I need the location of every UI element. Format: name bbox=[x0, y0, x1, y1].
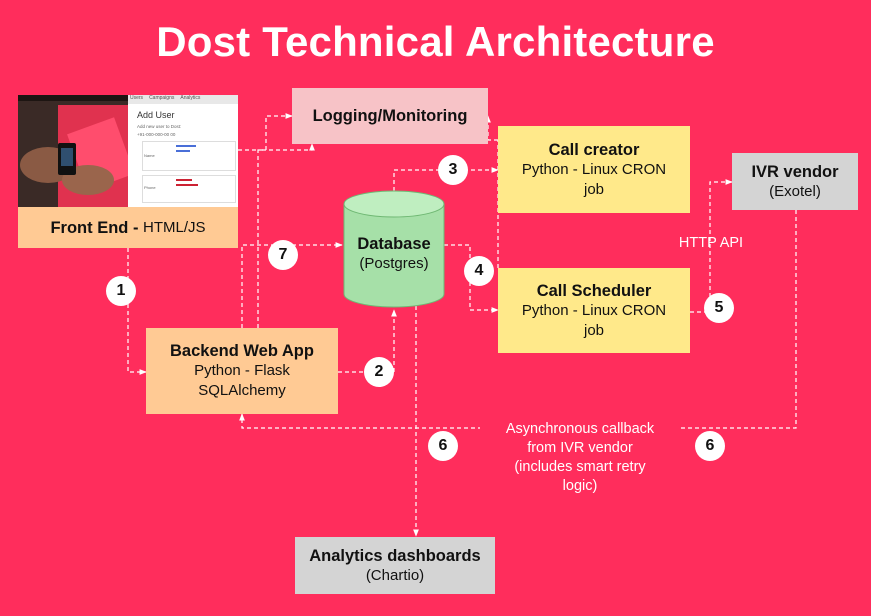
logging-title: Logging/Monitoring bbox=[312, 107, 468, 125]
step-badge-7: 7 bbox=[268, 240, 298, 270]
call-scheduler-box: Call Scheduler Python - Linux CRON job bbox=[498, 268, 690, 353]
front-end-title: Front End bbox=[50, 218, 129, 237]
backend-title: Backend Web App bbox=[170, 342, 314, 360]
callback-label-line: logic) bbox=[562, 478, 598, 494]
ivr-vendor-box: IVR vendor (Exotel) bbox=[732, 153, 858, 210]
step-badge-2: 2 bbox=[364, 357, 394, 387]
screenshot-phone: +91-000-000-00 00 bbox=[137, 132, 176, 137]
screenshot-tab: Analytics bbox=[180, 95, 201, 101]
database-detail: (Postgres) bbox=[359, 255, 429, 272]
front-end-separator: - bbox=[128, 218, 144, 237]
call-creator-title: Call creator bbox=[548, 140, 640, 159]
screenshot-form bbox=[142, 175, 236, 203]
edge-3-database-callcreator bbox=[393, 167, 499, 198]
screenshot-row-label: Name bbox=[144, 153, 155, 158]
ivr-vendor-detail: (Exotel) bbox=[769, 182, 821, 200]
edge-7-backend-database bbox=[241, 242, 343, 328]
backend-detail: Python - Flask bbox=[194, 362, 290, 379]
front-end-box: Front End - HTML/JS bbox=[18, 207, 238, 248]
edge-6-ivr-backend bbox=[239, 210, 797, 429]
callback-label: Asynchronous callback from IVR vendor (i… bbox=[480, 420, 680, 496]
callback-label-line: (includes smart retry bbox=[514, 459, 646, 475]
callback-label-line: from IVR vendor bbox=[527, 440, 633, 456]
database-label: Database (Postgres) bbox=[343, 232, 445, 276]
edge-5-scheduler-ivr bbox=[690, 179, 733, 313]
step-badge-6-ivr: 6 bbox=[695, 431, 725, 461]
edge-2-backend-database bbox=[338, 309, 397, 373]
screenshot-intro: Add new user to Dost: bbox=[137, 124, 182, 129]
backend-detail: SQLAlchemy bbox=[198, 382, 286, 399]
diagram-title: Dost Technical Architecture bbox=[156, 18, 715, 65]
database-title: Database bbox=[357, 235, 431, 253]
frontend-screenshot: Users Campaigns Analytics Add User Add n… bbox=[18, 95, 238, 207]
call-creator-box: Call creator Python - Linux CRON job bbox=[498, 126, 690, 213]
screenshot-link bbox=[176, 184, 198, 186]
ivr-vendor-title: IVR vendor bbox=[751, 162, 839, 181]
analytics-detail: (Chartio) bbox=[365, 566, 425, 584]
screenshot-row-label: Phone bbox=[144, 185, 156, 190]
call-creator-detail: job bbox=[583, 180, 605, 198]
screenshot-link bbox=[176, 179, 192, 181]
call-scheduler-detail: job bbox=[583, 321, 605, 339]
step-badge-6: 6 bbox=[428, 431, 458, 461]
edge-1-frontend-backend bbox=[127, 248, 147, 375]
backend-web-app-box: Backend Web App Python - Flask SQLAlchem… bbox=[146, 328, 338, 414]
photo-of-phone-image bbox=[18, 95, 238, 207]
http-api-label: HTTP API bbox=[678, 235, 744, 251]
front-end-detail: HTML/JS bbox=[143, 218, 206, 236]
step-badge-4: 4 bbox=[464, 256, 494, 286]
edge-backend-logging bbox=[257, 143, 315, 328]
screenshot-tab: Users bbox=[130, 95, 144, 101]
call-scheduler-title: Call Scheduler bbox=[536, 281, 652, 300]
screenshot-tab: Campaigns bbox=[149, 95, 175, 101]
step-badge-1: 1 bbox=[106, 276, 136, 306]
database-cylinder bbox=[343, 190, 445, 308]
screenshot-link bbox=[176, 145, 196, 147]
analytics-title: Analytics dashboards bbox=[309, 546, 481, 565]
edge-frontend-logging bbox=[238, 113, 293, 151]
screenshot-link bbox=[176, 150, 190, 152]
callback-label-line: Asynchronous callback bbox=[505, 421, 655, 437]
analytics-dashboards-box: Analytics dashboards (Chartio) bbox=[295, 537, 495, 594]
call-scheduler-detail: Python - Linux CRON bbox=[521, 301, 667, 319]
edge-callcreator-logging bbox=[485, 115, 498, 141]
call-creator-detail: Python - Linux CRON bbox=[521, 160, 667, 178]
step-badge-5: 5 bbox=[704, 293, 734, 323]
step-badge-3: 3 bbox=[438, 155, 468, 185]
screenshot-heading: Add User bbox=[137, 110, 175, 120]
logging-monitoring-box: Logging/Monitoring bbox=[292, 88, 488, 144]
screenshot-form bbox=[142, 141, 236, 171]
screenshot-tabs: Users Campaigns Analytics bbox=[130, 95, 200, 101]
